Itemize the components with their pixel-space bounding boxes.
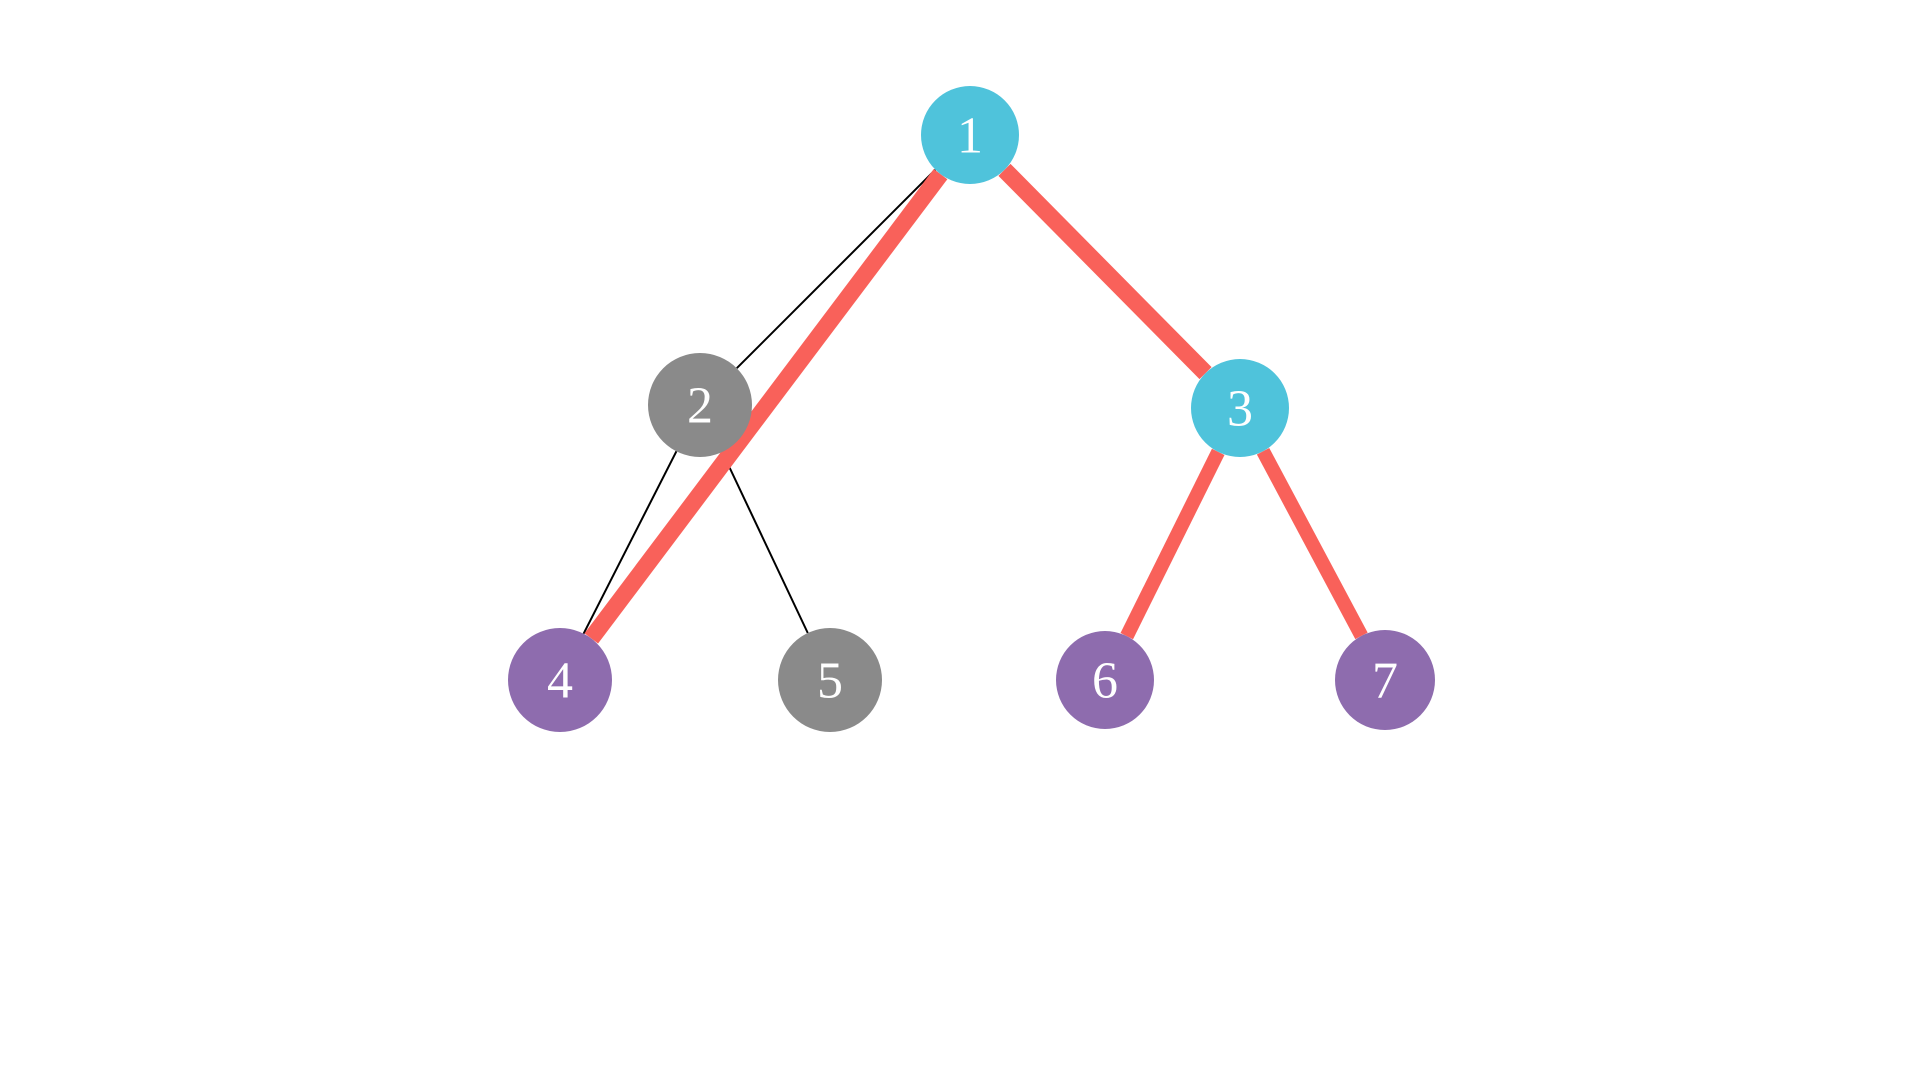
node-6[interactable]: 6 — [1056, 631, 1154, 729]
node-1[interactable]: 1 — [921, 86, 1019, 184]
nodes-layer: 1 2 3 4 5 6 7 — [508, 86, 1435, 732]
node-2[interactable]: 2 — [648, 353, 752, 457]
node-5[interactable]: 5 — [778, 628, 882, 732]
edge-3-6 — [1120, 448, 1225, 640]
edge-1-4 — [584, 169, 948, 644]
node-circle-2[interactable] — [648, 353, 752, 457]
node-circle-3[interactable] — [1191, 359, 1289, 457]
node-circle-1[interactable] — [921, 86, 1019, 184]
node-3[interactable]: 3 — [1191, 359, 1289, 457]
edge-1-2 — [736, 168, 937, 369]
edge-2-5 — [721, 451, 809, 634]
node-circle-6[interactable] — [1056, 631, 1154, 729]
node-circle-5[interactable] — [778, 628, 882, 732]
node-circle-4[interactable] — [508, 628, 612, 732]
edge-2-4 — [582, 450, 678, 635]
node-4[interactable]: 4 — [508, 628, 612, 732]
edges-plain-layer — [582, 168, 937, 635]
edge-3-7 — [1256, 447, 1368, 640]
node-7[interactable]: 7 — [1335, 630, 1435, 730]
node-circle-7[interactable] — [1335, 630, 1435, 730]
edges-highlight-layer — [584, 163, 1368, 644]
edge-1-3 — [998, 163, 1212, 380]
